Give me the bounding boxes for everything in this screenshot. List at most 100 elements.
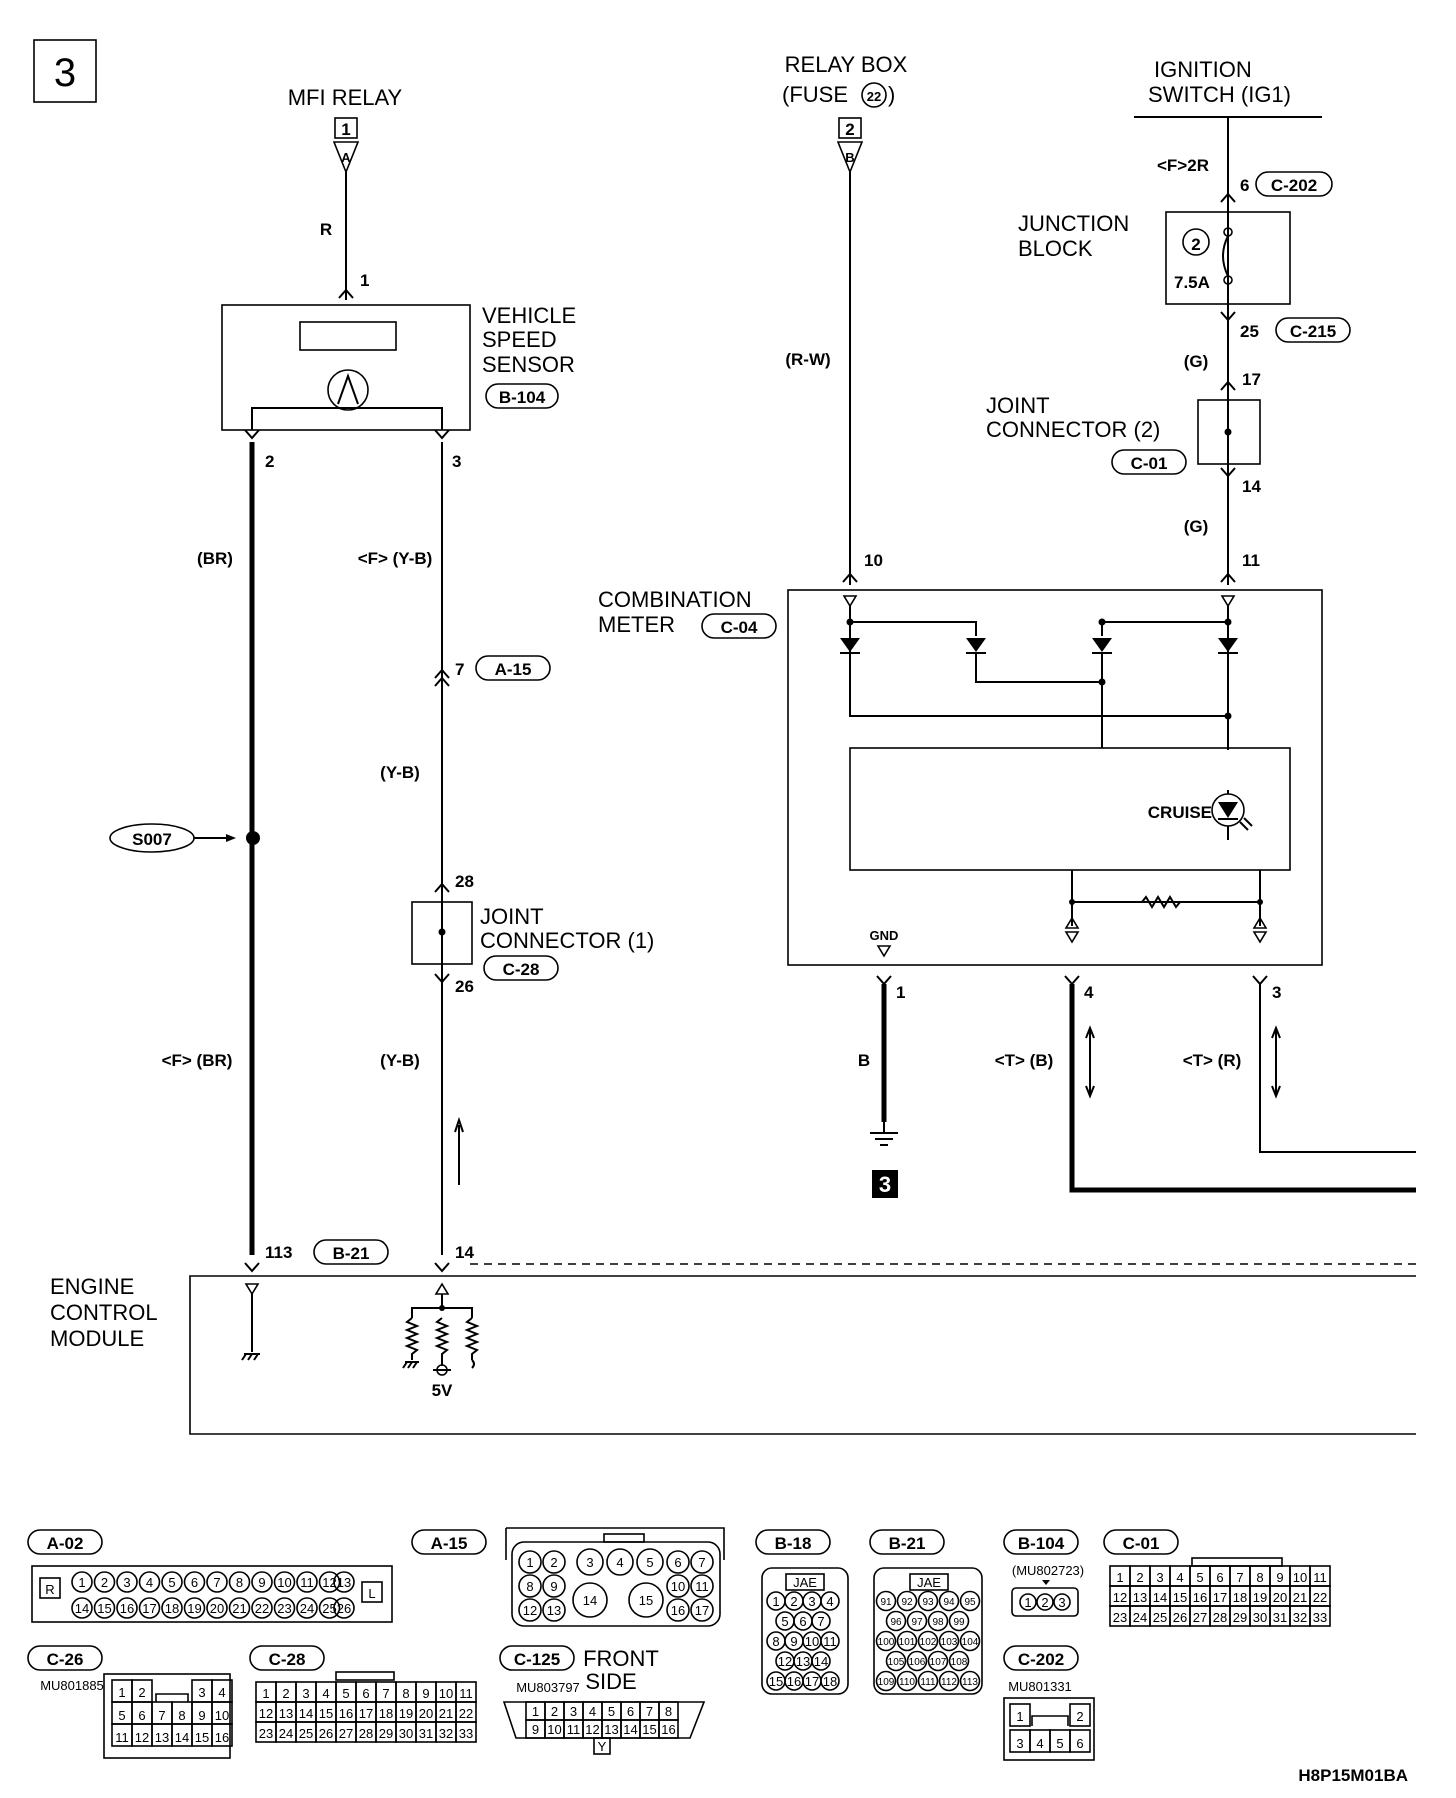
cm-terminal-4: 4 <box>1084 983 1094 1002</box>
connector-pin <box>138 1597 161 1619</box>
pin-number: 11 <box>300 1575 314 1590</box>
pin-number: 10 <box>671 1579 685 1594</box>
terminal-arrow <box>434 429 450 440</box>
connector-pin <box>820 1631 840 1651</box>
pin-number: 7 <box>1236 1570 1243 1585</box>
pin-number: 4 <box>322 1686 329 1701</box>
svg-text:C-215: C-215 <box>1290 322 1336 341</box>
connector-id-label: A-02 <box>47 1534 84 1553</box>
connector-pin <box>917 1630 939 1652</box>
pin-number: 22 <box>1313 1590 1327 1605</box>
connector-id-label: A-15 <box>431 1534 468 1553</box>
connector-part-number: MU801331 <box>1008 1679 1072 1694</box>
connector-pin <box>938 1630 960 1652</box>
connector-pin <box>296 1571 318 1593</box>
wire-g2-label: (G) <box>1184 517 1209 536</box>
connector-pin <box>948 1650 970 1672</box>
splice-point <box>246 831 260 845</box>
mfi-relay-label: MFI RELAY <box>288 85 403 110</box>
wire-tr <box>1259 984 1416 1153</box>
pin-marker: L <box>368 1586 375 1601</box>
connector-pin <box>959 1630 981 1652</box>
svg-text:22: 22 <box>867 89 881 104</box>
pin-number: 4 <box>218 1685 225 1700</box>
pin-number: 15 <box>319 1706 333 1721</box>
pin-number: 6 <box>627 1704 634 1719</box>
connector-pin <box>1069 1729 1091 1753</box>
connector-part-number: (MU802723) <box>1012 1563 1084 1578</box>
pin-number: 14 <box>623 1722 637 1737</box>
pin-number: 5 <box>781 1614 788 1629</box>
pin-number: 18 <box>379 1706 393 1721</box>
connector-pin <box>273 1571 296 1593</box>
pin-number: 20 <box>1273 1590 1287 1605</box>
connector-pin <box>896 1670 918 1692</box>
svg-text:B-21: B-21 <box>333 1244 370 1263</box>
connector-id-B-18: B-18 <box>755 1529 831 1555</box>
page-number: 3 <box>54 51 76 95</box>
pin-number: 1 <box>526 1555 533 1570</box>
pin-number: 16 <box>215 1730 229 1745</box>
connector-id-A-02: A-02 <box>27 1529 103 1555</box>
pin-number: 33 <box>1313 1610 1327 1625</box>
jb-fuse-rating: 7.5A <box>1174 273 1210 292</box>
pin-number: 24 <box>1133 1610 1147 1625</box>
pin-number: 3 <box>1016 1736 1023 1751</box>
connector-side-label: SIDE <box>585 1669 636 1694</box>
connector-pin <box>896 1630 918 1652</box>
connector-pin <box>211 1723 233 1747</box>
pin-number: 31 <box>1273 1610 1287 1625</box>
terminal-arrow <box>434 882 450 893</box>
pin-number: 16 <box>661 1722 675 1737</box>
connector-id-label: C-202 <box>1018 1650 1064 1669</box>
wire-r-label: R <box>320 220 332 239</box>
connector-pin <box>455 1721 477 1743</box>
connector-pin <box>1309 1605 1331 1627</box>
jc1-terminal-26: 26 <box>455 977 474 996</box>
pin-number: 16 <box>1193 1590 1207 1605</box>
ground-symbol-icon <box>870 1122 898 1146</box>
pin-number: 18 <box>165 1601 179 1616</box>
pin-number: 15 <box>195 1730 209 1745</box>
connector-pin <box>572 1582 608 1618</box>
pin-number: 101 <box>899 1637 916 1648</box>
pin-number: 15 <box>642 1722 656 1737</box>
connector-pin <box>93 1597 116 1619</box>
pin-number: 27 <box>1193 1610 1207 1625</box>
pin-number: 24 <box>279 1726 293 1741</box>
connector-pin <box>1069 1703 1091 1727</box>
ecm-terminal-113: 113 <box>265 1243 292 1262</box>
pin-number: 14 <box>1153 1590 1167 1605</box>
pin-number: 1 <box>532 1704 539 1719</box>
ignition-label-line2: SWITCH (IG1) <box>1148 82 1291 107</box>
pin-number: 21 <box>439 1706 453 1721</box>
vss-label-line3: SENSOR <box>482 352 575 377</box>
connector-pin <box>606 1548 634 1576</box>
pin-number: 111 <box>920 1677 936 1688</box>
connector-body-b18 <box>761 1567 849 1695</box>
connector-key: Y <box>598 1739 607 1754</box>
connector-pin <box>636 1548 664 1576</box>
pin-number: 1 <box>118 1685 125 1700</box>
connector-pin <box>273 1597 296 1619</box>
vss-terminal-2: 2 <box>265 452 274 471</box>
pin-number: 17 <box>142 1601 156 1616</box>
pin-number: 10 <box>805 1634 819 1649</box>
pin-number: 14 <box>299 1706 313 1721</box>
connector-pin <box>161 1571 183 1593</box>
pin-number: 7 <box>698 1555 705 1570</box>
vss-terminal-3: 3 <box>452 452 461 471</box>
joint-connector-1 <box>411 901 473 965</box>
connector-side-label: FRONT <box>583 1646 659 1671</box>
connector-pin <box>885 1650 907 1672</box>
wire-fyb-label: <F> (Y-B) <box>358 549 433 568</box>
ecm-terminal-14: 14 <box>455 1243 474 1262</box>
pin-number: 8 <box>526 1579 533 1594</box>
connector-pin <box>959 1670 981 1692</box>
pin-number: 8 <box>178 1708 185 1723</box>
connector-pin <box>666 1598 690 1622</box>
ig-terminal-6: 6 <box>1240 176 1249 195</box>
connector-pin <box>938 1670 960 1692</box>
pin-number: 18 <box>823 1674 837 1689</box>
